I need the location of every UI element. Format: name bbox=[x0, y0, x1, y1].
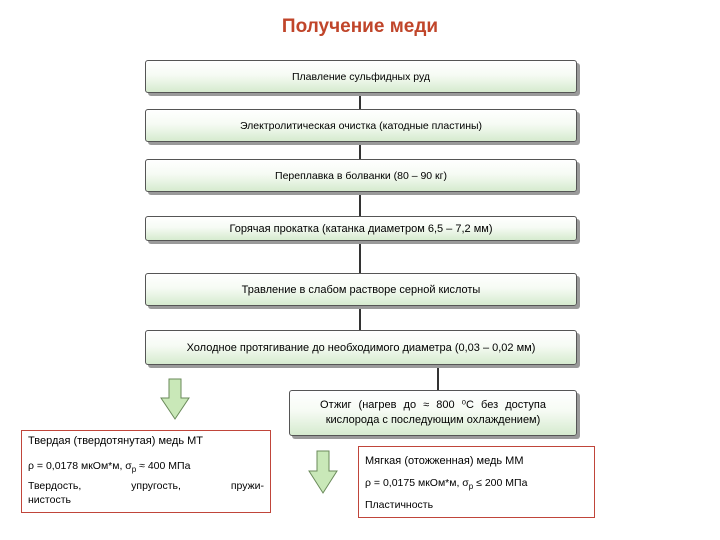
step-label: Переплавка в болванки (80 – 90 кг) bbox=[275, 169, 447, 182]
step-electrolytic-refining: Электролитическая очистка (катодные плас… bbox=[145, 109, 577, 142]
step-label: Электролитическая очистка (катодные плас… bbox=[239, 119, 483, 132]
soft-copper-box: Мягкая (отожженная) медь ММ ρ = 0,0175 м… bbox=[358, 446, 595, 518]
soft-copper-title: Мягкая (отожженная) медь ММ bbox=[365, 455, 524, 467]
step-smelting: Плавление сульфидных руд bbox=[145, 60, 577, 93]
hard-copper-properties-cont: нистость bbox=[28, 494, 71, 506]
connector-line bbox=[359, 192, 361, 216]
connector-line bbox=[437, 365, 439, 390]
connector-line bbox=[359, 92, 361, 109]
soft-copper-properties: Пластичность bbox=[365, 499, 434, 511]
step-annealing: Отжиг (нагрев до ≈ 800 ⁰С без доступа ки… bbox=[289, 390, 577, 436]
step-cold-drawing: Холодное протягивание до необходимого ди… bbox=[145, 330, 577, 365]
down-arrow-icon bbox=[160, 378, 190, 420]
hard-copper-box: Твердая (твердотянутая) медь МТ ρ = 0,01… bbox=[21, 430, 271, 513]
step-remelting: Переплавка в болванки (80 – 90 кг) bbox=[145, 159, 577, 192]
annealing-line-1: Отжиг (нагрев до ≈ 800 ⁰С без доступа bbox=[320, 399, 546, 411]
hard-copper-properties: Твердость, упругость, пружи- bbox=[28, 480, 264, 492]
step-label: Горячая прокатка (катанка диаметром 6,5 … bbox=[229, 222, 493, 235]
soft-copper-resistivity: ρ = 0,0175 мкОм*м, σр ≤ 200 МПа bbox=[365, 477, 528, 492]
step-label: Холодное протягивание до необходимого ди… bbox=[186, 341, 536, 354]
step-label: Травление в слабом растворе серной кисло… bbox=[241, 283, 481, 296]
step-label: Плавление сульфидных руд bbox=[292, 70, 430, 83]
page-title: Получение меди bbox=[281, 16, 439, 37]
step-hot-rolling: Горячая прокатка (катанка диаметром 6,5 … bbox=[145, 216, 577, 241]
annealing-line-2: кислорода с последующим охлаждением) bbox=[325, 414, 541, 426]
connector-line bbox=[359, 306, 361, 330]
connector-line bbox=[359, 142, 361, 159]
hard-copper-resistivity: ρ = 0,0178 мкОм*м, σр ≈ 400 МПа bbox=[28, 460, 191, 475]
down-arrow-icon bbox=[308, 450, 338, 494]
step-etching: Травление в слабом растворе серной кисло… bbox=[145, 273, 577, 306]
hard-copper-title: Твердая (твердотянутая) медь МТ bbox=[28, 435, 203, 447]
connector-line bbox=[359, 241, 361, 273]
